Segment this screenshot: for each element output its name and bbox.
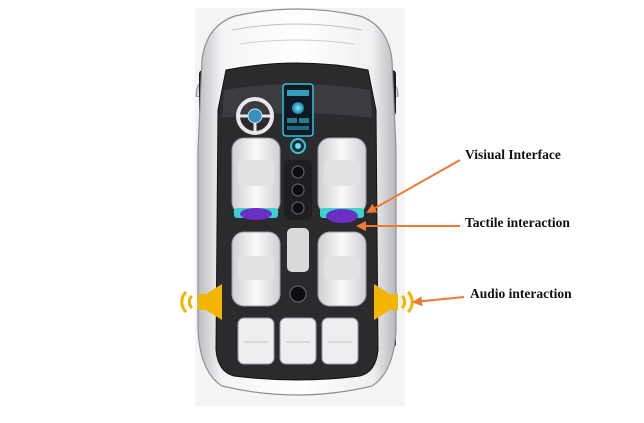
front-seat-right [317,137,367,223]
center-screen-icon [282,83,314,154]
center-console [284,160,312,303]
third-row-seats [237,317,359,365]
label-audio-interaction: Audio interaction [470,286,572,301]
speaker-left-icon [180,284,222,320]
tactile-pad-right [326,209,358,223]
label-tactile-interaction: Tactile interaction [465,215,570,230]
arrow-audio [412,296,465,307]
front-seat-left [231,137,281,220]
tactile-pad-left [240,208,272,220]
steering-wheel-icon [236,97,274,135]
rear-seat-right [317,231,367,307]
arrow-visual [366,159,461,213]
rear-seat-left [231,231,281,307]
label-visual-interface: Visiual Interface [465,147,561,162]
